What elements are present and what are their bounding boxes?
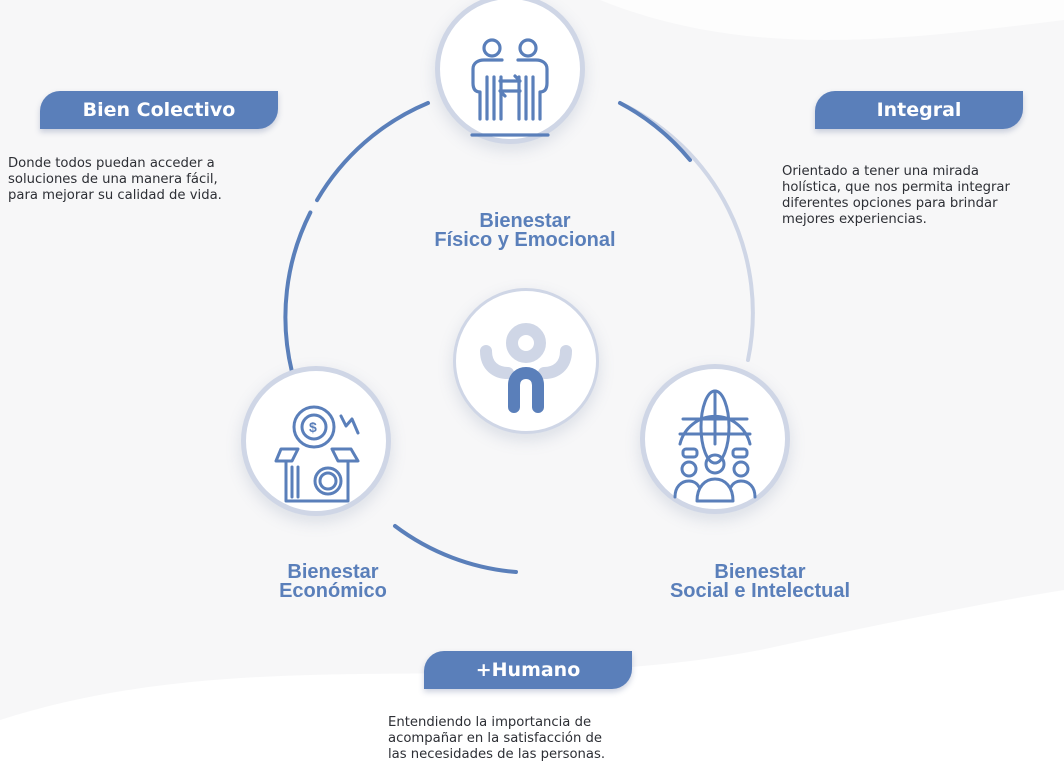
node-social-intelectual (640, 364, 790, 514)
desc-humano: Entendiendo la importancia de acompañar … (388, 715, 606, 762)
ring-arc-bottom (393, 524, 518, 574)
ring-arc-top-right-dark (618, 101, 692, 162)
money-box-icon: $ (274, 405, 360, 503)
node-fisico-emocional (435, 0, 585, 144)
label-economico: Bienestar Económico (279, 561, 387, 602)
node-economico: $ (241, 366, 391, 516)
globe-community-icon (673, 389, 757, 503)
label-fisico-emocional: Bienestar Físico y Emocional (434, 210, 616, 251)
svg-text:$: $ (309, 419, 317, 435)
tag-integral: Integral (815, 91, 1023, 129)
node-center (453, 288, 599, 434)
desc-bien-colectivo: Donde todos puedan acceder a soluciones … (8, 156, 222, 203)
desc-integral: Orientado a tener una mirada holística, … (782, 164, 1010, 227)
person-logo-icon (480, 323, 572, 413)
people-exchange-icon (470, 38, 550, 137)
tag-humano: +Humano (424, 651, 632, 689)
ring-arc-top-left (283, 101, 430, 374)
tag-bien-colectivo: Bien Colectivo (40, 91, 278, 129)
label-social-intelectual: Bienestar Social e Intelectual (669, 561, 851, 602)
